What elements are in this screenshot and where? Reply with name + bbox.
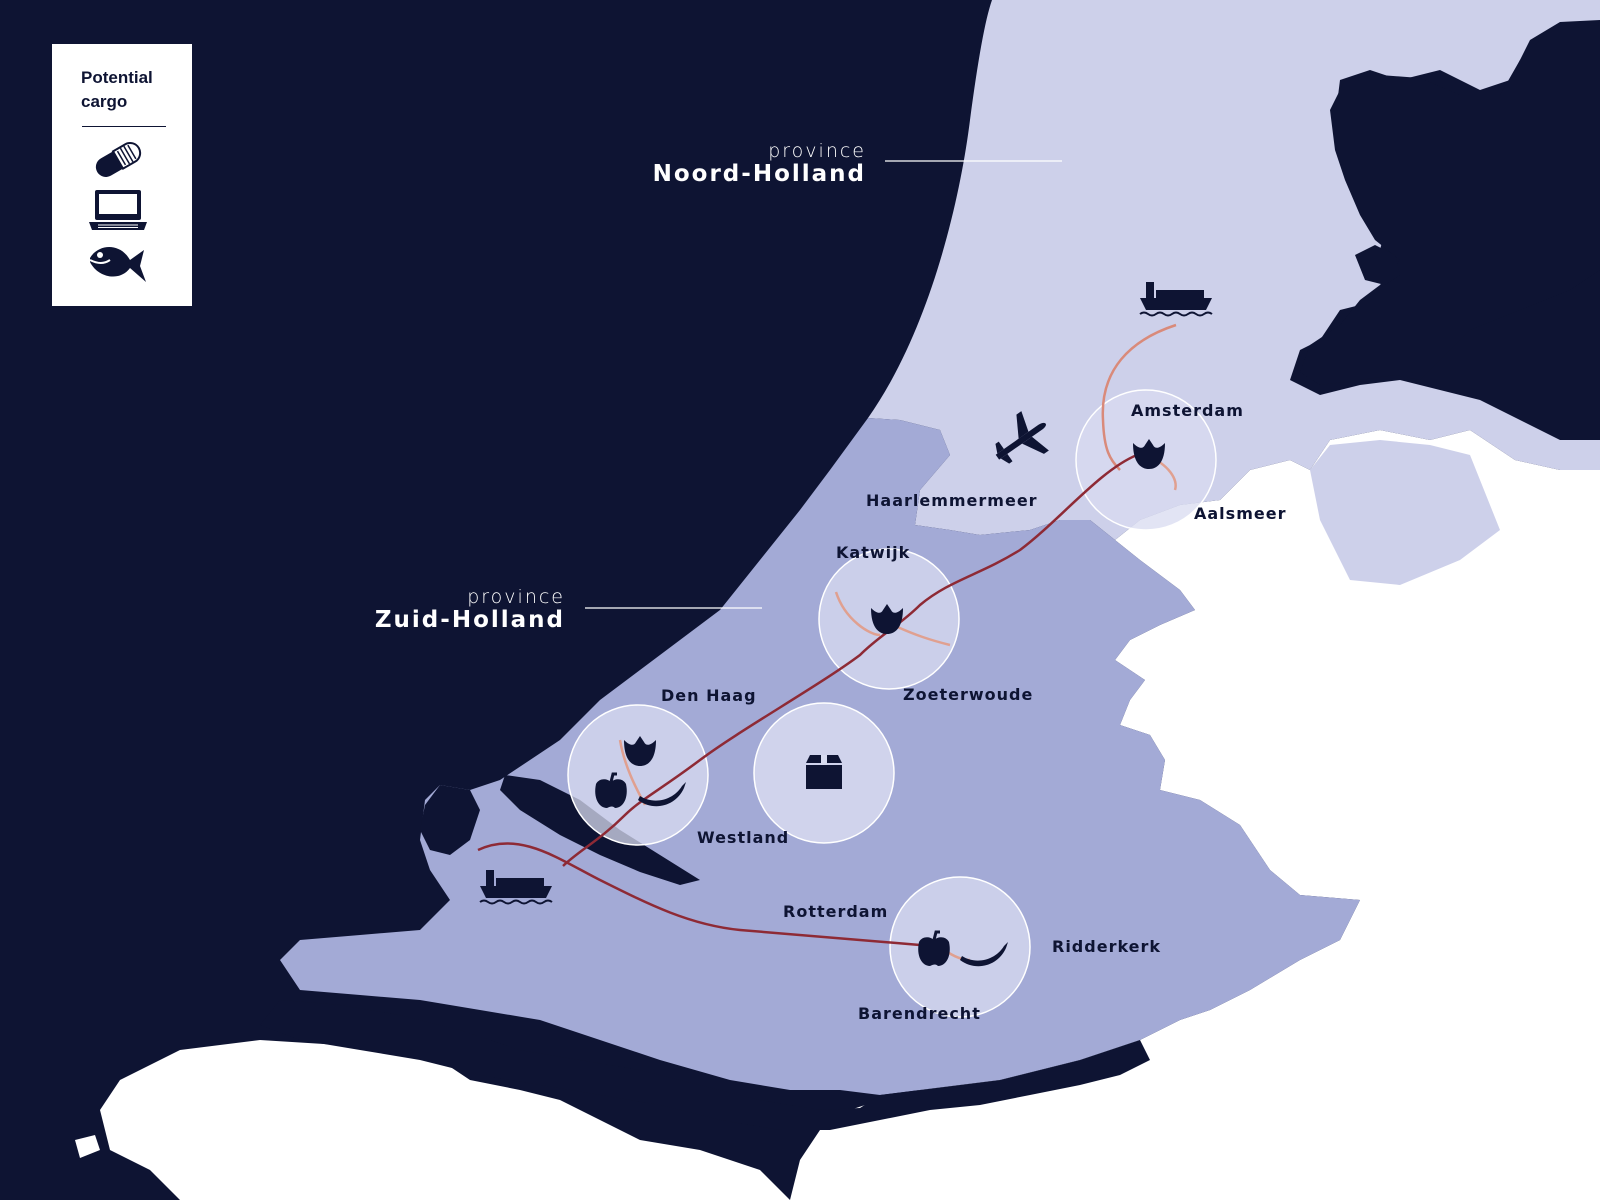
- bell-pepper-icon: [918, 930, 950, 966]
- fish-icon: [89, 247, 146, 282]
- route-amsterdam-ship: [1101, 323, 1177, 471]
- zuid-holland-label: Zuid-Holland: [375, 607, 565, 633]
- banana-icon: [960, 942, 1008, 967]
- land-zeeland: [100, 1040, 790, 1200]
- tulip-icon: [624, 736, 656, 766]
- maasvlakte-water: [420, 785, 480, 855]
- ijsselmeer: [1300, 25, 1600, 385]
- city-label-ridderkerk: Ridderkerk: [1052, 937, 1161, 956]
- tulip-icon: [1133, 439, 1165, 469]
- land-island-west: [75, 1135, 100, 1158]
- noord-holland-label: Noord-Holland: [653, 161, 866, 187]
- haringvliet: [260, 1000, 1150, 1130]
- province-noord-holland-area: [868, 0, 1600, 585]
- box-icon: [806, 755, 842, 789]
- land-island-small: [470, 1140, 540, 1185]
- legend-title: Potential cargo: [81, 66, 191, 114]
- pill-capsule-icon: [95, 142, 142, 177]
- banana-icon: [638, 782, 686, 807]
- city-label-westland: Westland: [697, 828, 789, 847]
- westland-hub: [567, 704, 709, 846]
- land-east: [790, 430, 1600, 1200]
- container-ship-icon: [1139, 282, 1213, 317]
- route-main-corridor: [562, 453, 1138, 867]
- bell-pepper-icon: [595, 772, 627, 808]
- city-label-rotterdam: Rotterdam: [783, 902, 888, 921]
- barendrecht-hub: [889, 876, 1031, 1018]
- zuid-holland-prefix: province: [467, 586, 565, 608]
- legend-title-line2: cargo: [81, 92, 128, 111]
- legend-box: Potential cargo: [52, 44, 192, 306]
- tulip-icon: [871, 604, 903, 634]
- city-label-haarlemmermeer: Haarlemmermeer: [866, 491, 1038, 510]
- city-label-barendrecht: Barendrecht: [858, 1004, 981, 1023]
- legend-title-line1: Potential: [81, 68, 153, 87]
- city-label-katwijk: Katwijk: [836, 543, 910, 562]
- city-label-aalsmeer: Aalsmeer: [1194, 504, 1286, 523]
- legend-divider: [82, 126, 166, 127]
- route-katwijk: [834, 591, 881, 637]
- laptop-icon: [89, 190, 147, 230]
- route-rotterdam-barendrecht: [477, 842, 921, 947]
- noord-holland-prefix: province: [768, 140, 866, 162]
- city-label-amsterdam: Amsterdam: [1131, 401, 1244, 420]
- city-label-den-haag: Den Haag: [661, 686, 757, 705]
- airplane-icon: [995, 411, 1049, 464]
- markermeer-inlet: [1355, 245, 1400, 285]
- container-ship-icon: [479, 870, 553, 905]
- city-label-zoeterwoude: Zoeterwoude: [903, 685, 1033, 704]
